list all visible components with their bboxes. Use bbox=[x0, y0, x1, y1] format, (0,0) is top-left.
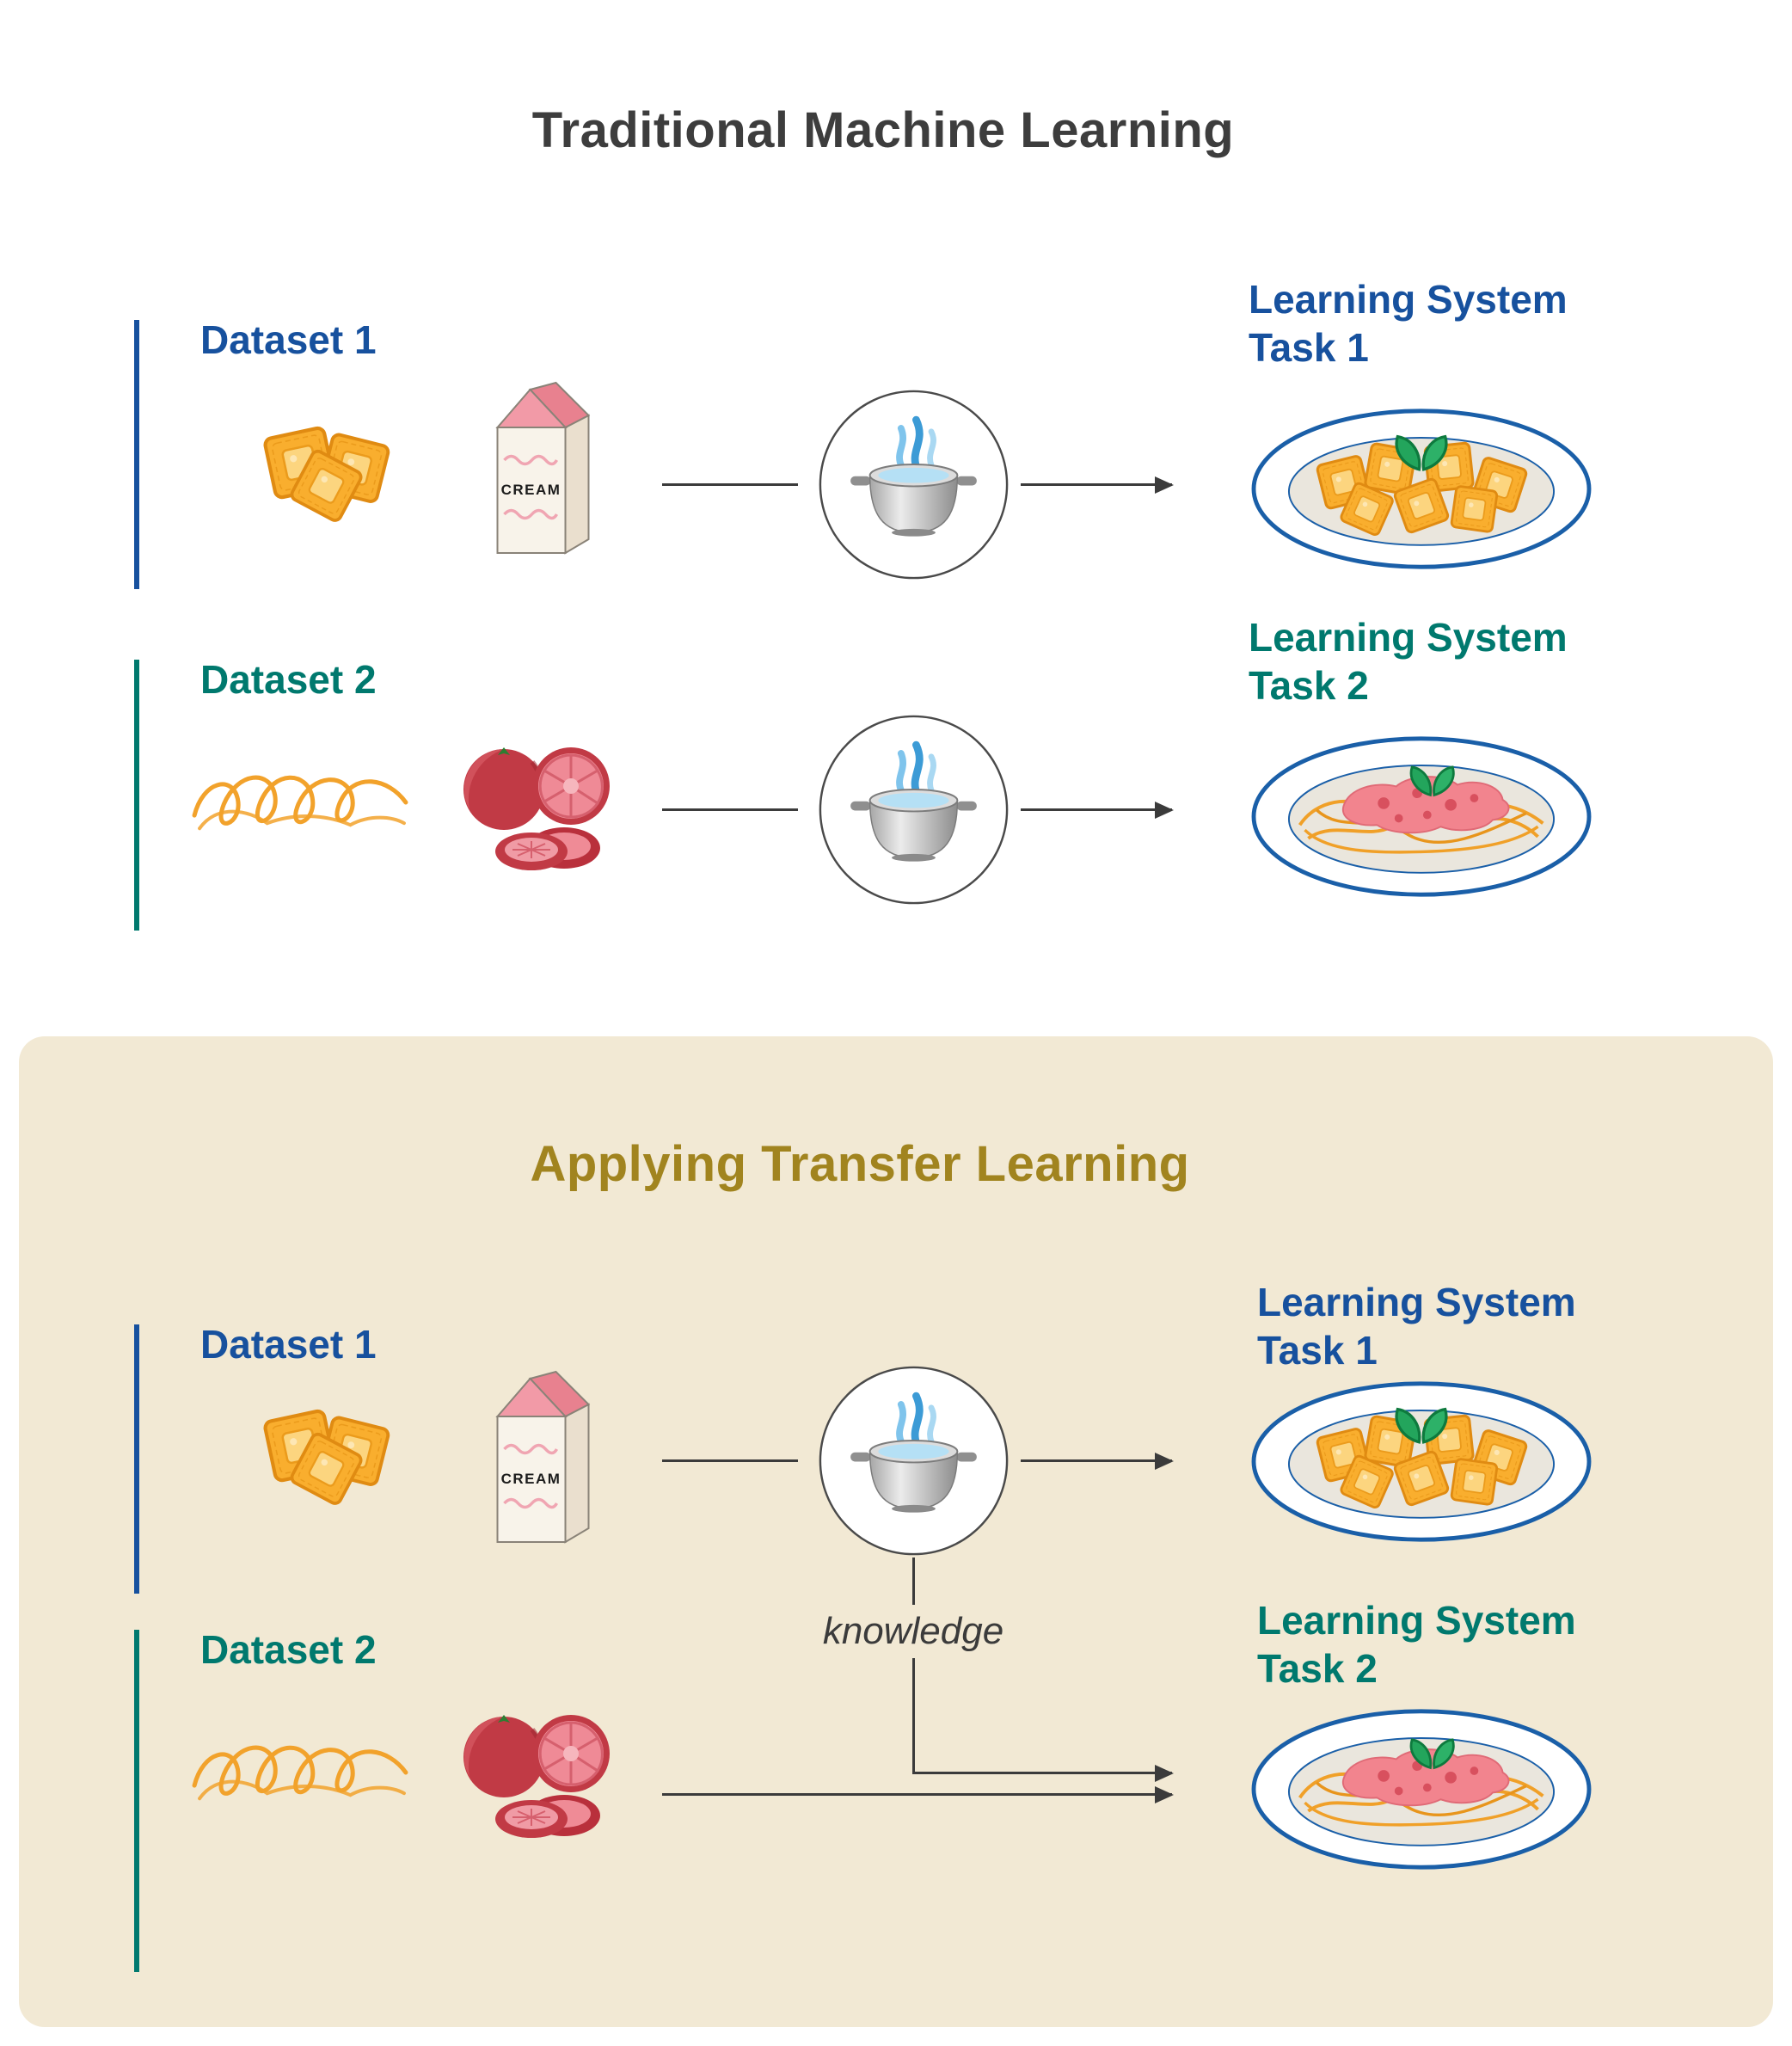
tomatoes-icon bbox=[458, 1704, 623, 1841]
transfer-task2-label-line1: Learning System bbox=[1257, 1598, 1576, 1643]
transfer-task1-label-line2: Task 1 bbox=[1257, 1328, 1378, 1373]
trad-row2-output-arrow bbox=[1021, 808, 1172, 811]
cooking-pot-icon bbox=[817, 388, 1010, 581]
ravioli-plate-icon bbox=[1245, 405, 1598, 573]
trad-task1-label-line1: Learning System bbox=[1249, 277, 1568, 322]
transfer-row1-output-arrow bbox=[1021, 1459, 1172, 1462]
trad-dataset1-bar bbox=[134, 320, 139, 589]
tomatoes-icon bbox=[458, 736, 623, 874]
trad-dataset1-label: Dataset 1 bbox=[200, 317, 377, 362]
trad-task2-label-line1: Learning System bbox=[1249, 615, 1568, 660]
transfer-task2-label-line2: Task 2 bbox=[1257, 1646, 1378, 1692]
transfer-task2-label: Learning System Task 2 bbox=[1257, 1596, 1576, 1693]
raw-spaghetti-icon bbox=[187, 1720, 413, 1825]
transfer-dataset2-label: Dataset 2 bbox=[200, 1627, 377, 1672]
transfer-task1-label: Learning System Task 1 bbox=[1257, 1278, 1576, 1374]
trad-task1-label-line2: Task 1 bbox=[1249, 325, 1369, 371]
knowledge-transfer-arrow bbox=[912, 1772, 1172, 1774]
traditional-section-title: Traditional Machine Learning bbox=[531, 102, 1235, 158]
ravioli-icon bbox=[254, 421, 396, 529]
trad-dataset2-label: Dataset 2 bbox=[200, 657, 377, 702]
knowledge-label: knowledge bbox=[808, 1605, 1018, 1658]
trad-row1-ingredients-line bbox=[662, 483, 798, 486]
transfer-task1-label-line1: Learning System bbox=[1257, 1280, 1576, 1324]
transfer-dataset2-bar bbox=[134, 1630, 139, 1972]
transfer-dataset1-bar bbox=[134, 1324, 139, 1594]
knowledge-vertical-line bbox=[912, 1558, 915, 1774]
trad-task2-label: Learning System Task 2 bbox=[1249, 613, 1568, 710]
transfer-dataset1-label: Dataset 1 bbox=[200, 1322, 377, 1367]
trad-dataset2-bar bbox=[134, 660, 139, 931]
transfer-row1-ingredients-line bbox=[662, 1459, 798, 1462]
raw-spaghetti-icon bbox=[187, 750, 413, 855]
trad-row2-ingredients-line bbox=[662, 808, 798, 811]
transfer-row2-output-arrow bbox=[662, 1793, 1172, 1796]
spaghetti-plate-icon bbox=[1245, 733, 1598, 900]
trad-row1-output-arrow bbox=[1021, 483, 1172, 486]
cream-carton-icon bbox=[480, 1361, 604, 1551]
cooking-pot-icon bbox=[817, 713, 1010, 906]
transfer-section-title: Applying Transfer Learning bbox=[530, 1136, 1190, 1192]
ravioli-icon bbox=[254, 1404, 396, 1512]
trad-task2-label-line2: Task 2 bbox=[1249, 663, 1369, 709]
cream-carton-icon bbox=[480, 372, 604, 562]
cooking-pot-icon bbox=[817, 1364, 1010, 1558]
spaghetti-plate-icon bbox=[1245, 1705, 1598, 1873]
trad-task1-label: Learning System Task 1 bbox=[1249, 275, 1568, 372]
ravioli-plate-icon bbox=[1245, 1378, 1598, 1545]
